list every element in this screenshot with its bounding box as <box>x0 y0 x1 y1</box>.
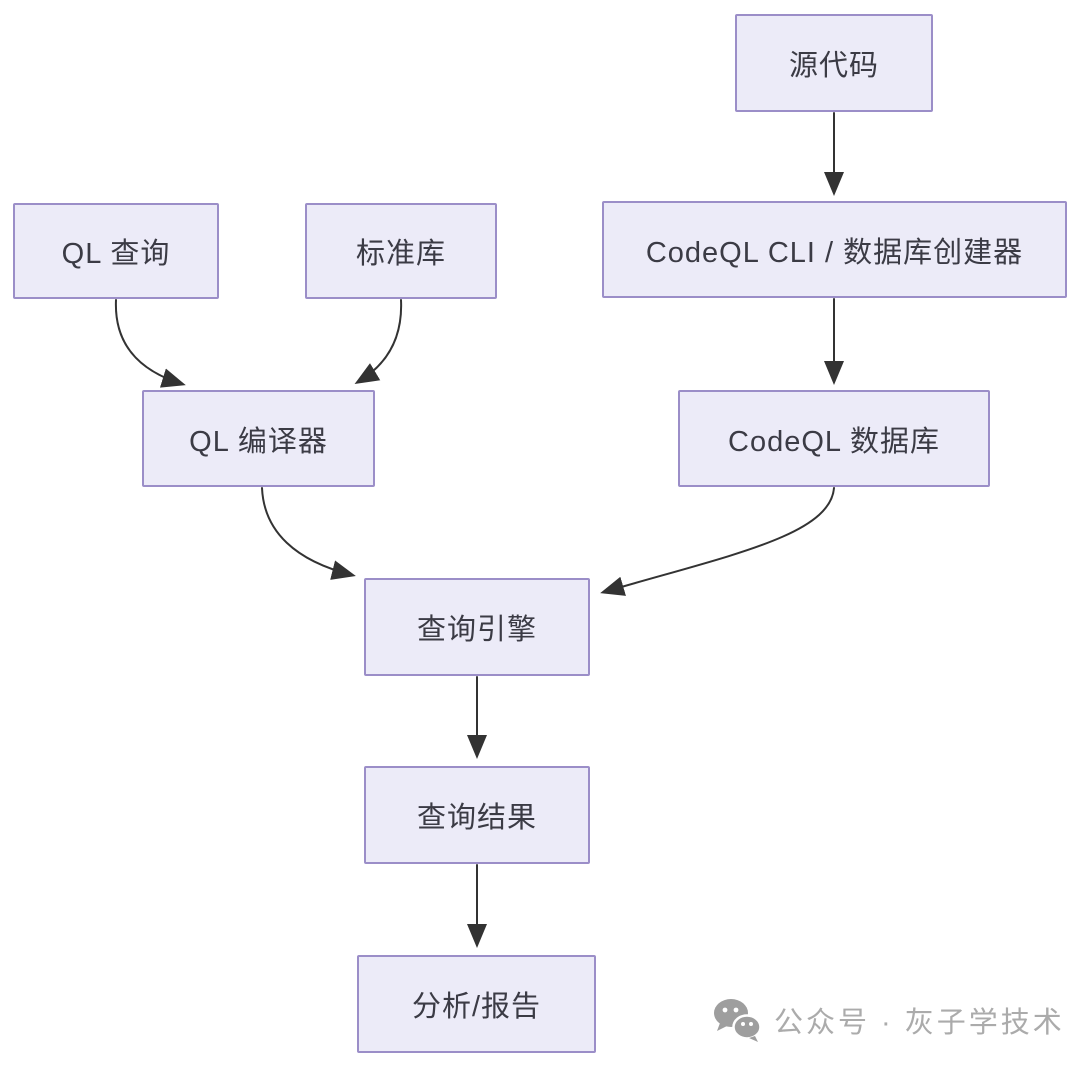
node-label: 查询结果 <box>416 802 537 834</box>
node-label: CodeQL 数据库 <box>728 425 940 458</box>
edge-std-lib-to-ql-compiler <box>354 299 403 385</box>
node-query-results: 查询结果 <box>364 766 590 864</box>
node-source-code: 源代码 <box>735 14 933 112</box>
node-analysis-report: 分析/报告 <box>357 955 596 1053</box>
node-label: 查询引擎 <box>416 614 537 646</box>
node-codeql-database: CodeQL 数据库 <box>678 390 990 487</box>
node-label: CodeQL CLI / 数据库创建器 <box>645 236 1024 269</box>
watermark-text: 公众号 · 灰子学技术 <box>774 1007 1065 1039</box>
edge-ql-query-to-ql-compiler <box>114 299 186 388</box>
edge-ql-compiler-to-query-engine <box>261 487 356 580</box>
node-label: 分析/报告 <box>411 991 542 1023</box>
node-ql-compiler: QL 编译器 <box>142 390 375 487</box>
wechat-icon <box>712 998 762 1042</box>
node-label: QL 编译器 <box>189 425 328 458</box>
node-ql-query: QL 查询 <box>13 203 219 299</box>
node-label: 标准库 <box>355 238 446 270</box>
node-label: QL 查询 <box>61 238 171 270</box>
node-label: 源代码 <box>788 50 879 82</box>
node-standard-library: 标准库 <box>305 203 497 299</box>
node-query-engine: 查询引擎 <box>364 578 590 676</box>
edge-codeql-db-to-query-engine <box>600 487 835 596</box>
node-codeql-cli-database-creator: CodeQL CLI / 数据库创建器 <box>602 201 1067 298</box>
watermark: 公众号 · 灰子学技术 <box>712 998 1065 1042</box>
